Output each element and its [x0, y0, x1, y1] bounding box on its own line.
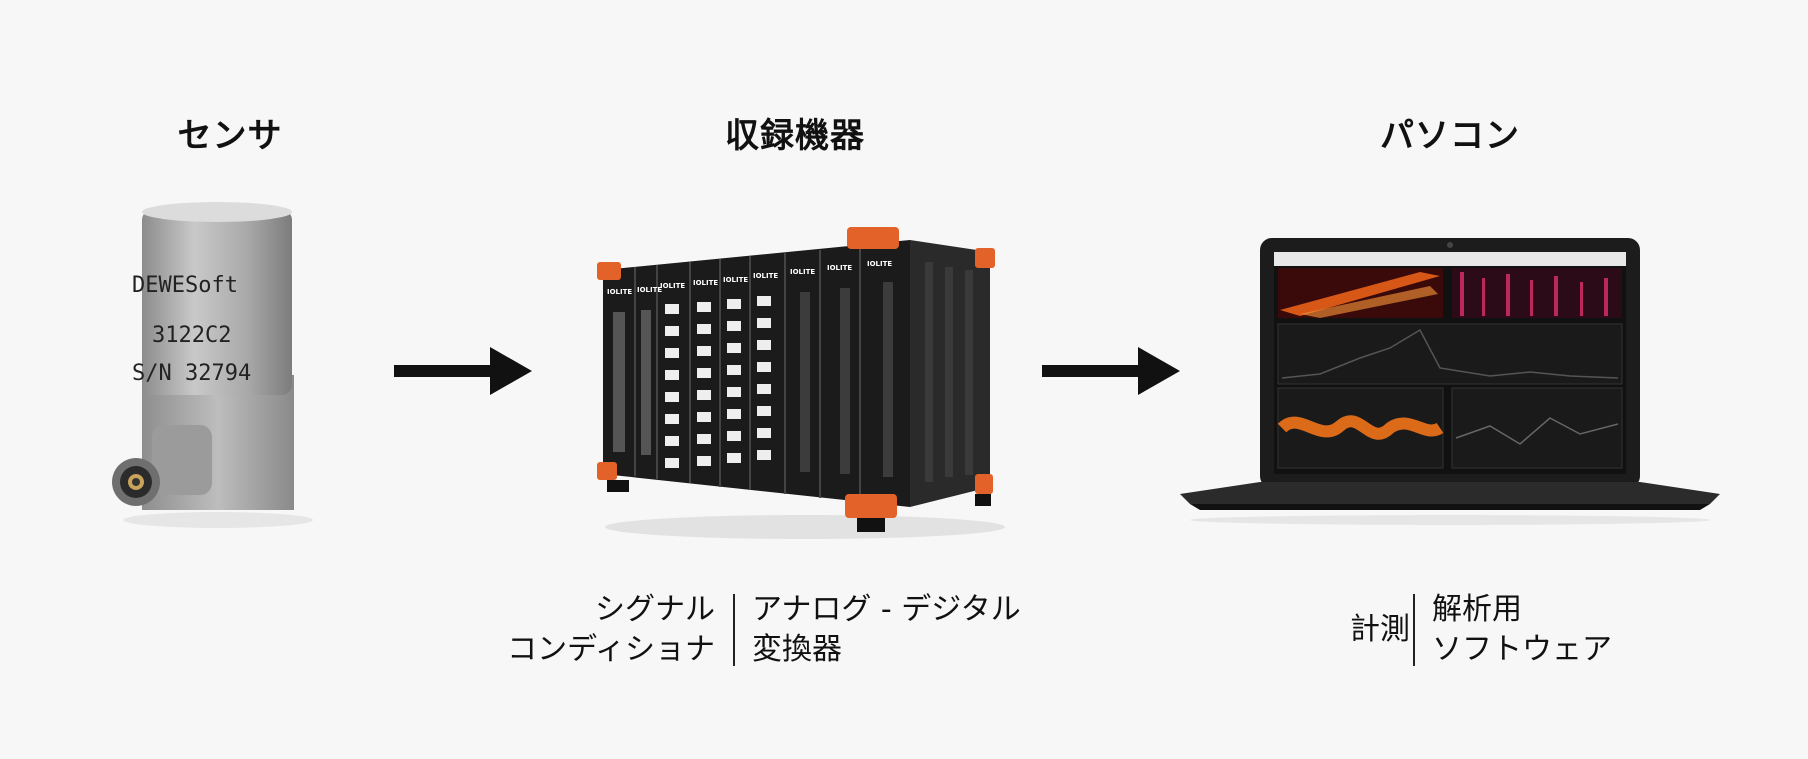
stage-title-sensor: センサ [177, 116, 283, 156]
arrow-right-icon [394, 347, 532, 395]
caption-divider [1413, 594, 1415, 666]
sensor-brand-text: DEWESoft [132, 273, 238, 298]
daq-device-image: IOLITE IOLITE IOLITE IOLITE IOLITE IOLIT… [597, 227, 1005, 539]
sensor-image: DEWESoft 3122C2 S/N 32794 [112, 202, 313, 528]
daq-brand-label: IOLITE [790, 268, 815, 276]
daq-brand-label: IOLITE [693, 279, 718, 287]
daq-brand-label: IOLITE [827, 264, 852, 272]
sensor-model-text: 3122C2 [152, 323, 231, 348]
pc-caption-left: 計測 [1300, 610, 1410, 650]
daq-caption-left: シグナル コンディショナ [470, 590, 715, 670]
caption-line: アナログ - デジタル [752, 592, 1021, 627]
daq-brand-label: IOLITE [753, 272, 778, 280]
caption-divider [733, 594, 735, 666]
daq-caption-right: アナログ - デジタル 変換器 [752, 590, 1072, 670]
stage-title-daq: 収録機器 [725, 116, 865, 156]
sensor-serial-text: S/N 32794 [132, 361, 251, 386]
caption-line: コンディショナ [507, 632, 715, 667]
caption-line: 解析用 [1432, 592, 1522, 627]
daq-brand-label: IOLITE [723, 276, 748, 284]
laptop-image [1180, 238, 1720, 525]
daq-brand-label: IOLITE [637, 286, 662, 294]
pc-caption-right: 解析用 ソフトウェア [1432, 590, 1652, 670]
daq-brand-label: IOLITE [867, 260, 892, 268]
arrow-right-icon [1042, 347, 1180, 395]
daq-brand-label: IOLITE [660, 282, 685, 290]
caption-line: 計測 [1350, 612, 1410, 647]
caption-line: ソフトウェア [1432, 632, 1612, 667]
stage-title-pc: パソコン [1380, 116, 1520, 156]
caption-line: 変換器 [752, 632, 842, 667]
caption-line: シグナル [595, 592, 715, 627]
daq-brand-label: IOLITE [607, 288, 632, 296]
